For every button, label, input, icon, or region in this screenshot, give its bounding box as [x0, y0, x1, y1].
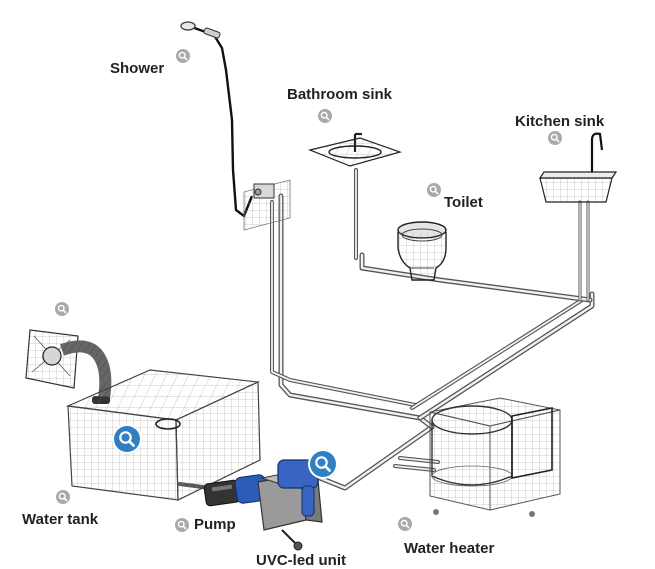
hotspot-water-heater[interactable] — [398, 517, 412, 531]
label-water-heater: Water heater — [404, 540, 495, 557]
search-icon — [57, 304, 67, 314]
pump-illustration — [203, 474, 268, 507]
hotspot-water-tank-inner[interactable] — [114, 426, 140, 452]
uvc-unit-illustration — [257, 459, 323, 551]
hotspot-shower[interactable] — [176, 49, 190, 63]
search-icon — [320, 111, 330, 121]
label-shower: Shower — [110, 60, 165, 77]
toilet-illustration — [397, 221, 447, 281]
search-icon — [58, 492, 68, 502]
label-uvc-unit: UVC-led unit — [256, 552, 346, 569]
hotspot-pump[interactable] — [175, 518, 189, 532]
search-icon — [400, 519, 410, 529]
label-toilet: Toilet — [444, 194, 483, 211]
hotspot-vent[interactable] — [55, 302, 69, 316]
label-pump: Pump — [194, 516, 236, 533]
label-water-tank: Water tank — [22, 511, 99, 528]
search-icon — [178, 51, 188, 61]
hotspot-kitchen-sink[interactable] — [548, 131, 562, 145]
search-icon — [177, 520, 187, 530]
kitchen-sink-illustration — [538, 132, 618, 203]
water-heater-illustration — [429, 397, 561, 517]
hotspot-toilet[interactable] — [427, 183, 441, 197]
label-bathroom-sink: Bathroom sink — [287, 86, 393, 103]
vent-illustration — [25, 329, 112, 404]
search-icon — [429, 185, 439, 195]
bathroom-sink-illustration — [308, 132, 402, 167]
search-icon — [315, 456, 331, 472]
hotspot-water-tank[interactable] — [56, 490, 70, 504]
shower-illustration — [180, 21, 291, 231]
label-kitchen-sink: Kitchen sink — [515, 113, 605, 130]
search-icon — [550, 133, 560, 143]
hotspot-uvc-unit[interactable] — [310, 451, 336, 477]
search-icon — [119, 431, 135, 447]
hotspot-bathroom-sink[interactable] — [318, 109, 332, 123]
water-tank-illustration — [65, 369, 261, 501]
